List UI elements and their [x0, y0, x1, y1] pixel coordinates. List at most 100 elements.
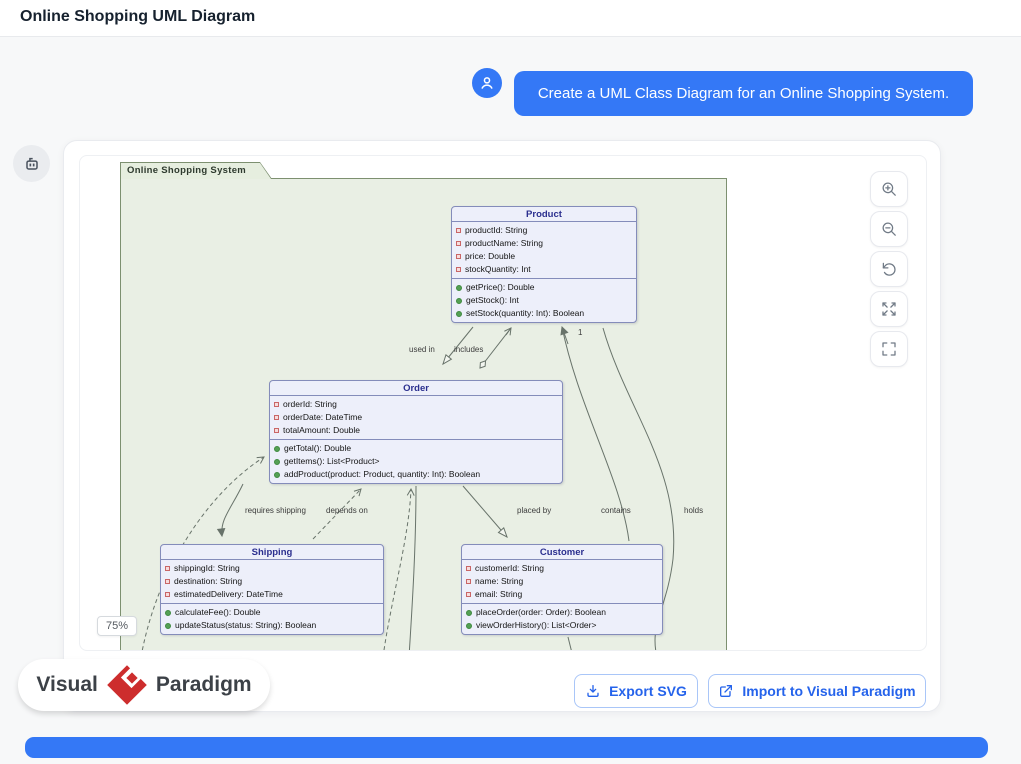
- import-to-visual-paradigm-label: Import to Visual Paradigm: [742, 683, 916, 699]
- download-icon: [585, 683, 601, 699]
- visual-paradigm-logo[interactable]: Visual Paradigm: [18, 659, 270, 711]
- class-method: addProduct(product: Product, quantity: I…: [274, 468, 558, 481]
- class-title: Customer: [462, 545, 662, 560]
- class-method: placeOrder(order: Order): Boolean: [466, 606, 658, 619]
- person-icon: [478, 74, 496, 92]
- class-attribute: orderDate: DateTime: [274, 411, 558, 424]
- brand-text-paradigm: Paradigm: [155, 673, 252, 696]
- class-attribute: totalAmount: Double: [274, 424, 558, 437]
- attribute-icon: [165, 566, 170, 571]
- attribute-icon: [274, 415, 279, 420]
- export-svg-label: Export SVG: [609, 683, 687, 699]
- attribute-icon: [466, 592, 471, 597]
- zoom-out-button[interactable]: [870, 211, 908, 247]
- attribute-icon: [456, 241, 461, 246]
- uml-package: Online Shopping System: [120, 178, 727, 650]
- method-icon: [466, 622, 472, 629]
- edge-label-used-in: used in: [409, 345, 435, 354]
- edge-label-depends-on: depends on: [326, 506, 368, 515]
- class-method: setStock(quantity: Int): Boolean: [456, 307, 632, 320]
- class-method: updateStatus(status: String): Boolean: [165, 619, 379, 632]
- attribute-icon: [456, 254, 461, 259]
- brand-text-visual: Visual: [36, 673, 98, 696]
- class-attribute: destination: String: [165, 575, 379, 588]
- attribute-icon: [466, 579, 471, 584]
- import-to-visual-paradigm-button[interactable]: Import to Visual Paradigm: [708, 674, 926, 708]
- method-icon: [466, 609, 472, 616]
- attribute-icon: [165, 579, 170, 584]
- class-product[interactable]: Product productId: String productName: S…: [451, 206, 637, 323]
- method-icon: [274, 458, 280, 465]
- class-title: Order: [270, 381, 562, 396]
- edge-label-contains: contains: [601, 506, 631, 515]
- class-shipping[interactable]: Shipping shippingId: String destination:…: [160, 544, 384, 635]
- class-method: getPrice(): Double: [456, 281, 632, 294]
- method-icon: [456, 310, 462, 317]
- visual-paradigm-diamond-icon: [106, 662, 148, 708]
- class-method: getStock(): Int: [456, 294, 632, 307]
- attribute-icon: [456, 228, 461, 233]
- method-icon: [456, 284, 462, 291]
- edge-multiplicity: 1: [578, 328, 583, 337]
- attributes-section: productId: String productName: String pr…: [452, 222, 636, 278]
- diagram-card: Online Shopping System: [63, 140, 941, 712]
- class-attribute: email: String: [466, 588, 658, 601]
- class-attribute: name: String: [466, 575, 658, 588]
- class-attribute: stockQuantity: Int: [456, 263, 632, 276]
- reset-view-button[interactable]: [870, 251, 908, 287]
- class-attribute: estimatedDelivery: DateTime: [165, 588, 379, 601]
- class-attribute: price: Double: [456, 250, 632, 263]
- class-method: viewOrderHistory(): List<Order>: [466, 619, 658, 632]
- methods-section: placeOrder(order: Order): Boolean viewOr…: [462, 603, 662, 634]
- package-tab: Online Shopping System: [120, 162, 272, 179]
- attribute-icon: [466, 566, 471, 571]
- edge-label-placed-by: placed by: [517, 506, 552, 515]
- zoom-level-badge: 75%: [97, 616, 138, 636]
- attribute-icon: [165, 592, 170, 597]
- class-order[interactable]: Order orderId: String orderDate: DateTim…: [269, 380, 563, 484]
- class-attribute: productName: String: [456, 237, 632, 250]
- diagram-canvas[interactable]: Online Shopping System: [79, 155, 927, 651]
- class-customer[interactable]: Customer customerId: String name: String…: [461, 544, 663, 635]
- methods-section: getPrice(): Double getStock(): Int setSt…: [452, 278, 636, 322]
- attribute-icon: [274, 402, 279, 407]
- expand-icon: [880, 300, 898, 318]
- attributes-section: orderId: String orderDate: DateTime tota…: [270, 396, 562, 439]
- attribute-icon: [274, 428, 279, 433]
- bot-avatar: [13, 145, 50, 182]
- class-attribute: customerId: String: [466, 562, 658, 575]
- method-icon: [274, 471, 280, 478]
- zoom-in-button[interactable]: [870, 171, 908, 207]
- class-attribute: productId: String: [456, 224, 632, 237]
- top-header-bar: Online Shopping UML Diagram: [0, 0, 1021, 37]
- class-attribute: shippingId: String: [165, 562, 379, 575]
- external-link-icon: [718, 683, 734, 699]
- edge-label-holds: holds: [684, 506, 704, 515]
- class-attribute: orderId: String: [274, 398, 558, 411]
- package-name: Online Shopping System: [121, 163, 271, 179]
- fullscreen-button[interactable]: [870, 331, 908, 367]
- expand-button[interactable]: [870, 291, 908, 327]
- method-icon: [456, 297, 462, 304]
- class-title: Product: [452, 207, 636, 222]
- export-svg-button[interactable]: Export SVG: [574, 674, 698, 708]
- class-title: Shipping: [161, 545, 383, 560]
- methods-section: calculateFee(): Double updateStatus(stat…: [161, 603, 383, 634]
- edge-label-includes: includes: [454, 345, 484, 354]
- user-message-text: Create a UML Class Diagram for an Online…: [537, 85, 950, 102]
- methods-section: getTotal(): Double getItems(): List<Prod…: [270, 439, 562, 483]
- fullscreen-icon: [880, 340, 898, 358]
- user-avatar: [472, 68, 502, 98]
- class-method: getItems(): List<Product>: [274, 455, 558, 468]
- edge-label-requires-shipping: requires shipping: [245, 506, 306, 515]
- robot-icon: [22, 154, 42, 174]
- method-icon: [274, 445, 280, 452]
- bottom-bar[interactable]: [25, 737, 988, 758]
- attributes-section: shippingId: String destination: String e…: [161, 560, 383, 603]
- reset-view-icon: [880, 260, 898, 278]
- class-method: getTotal(): Double: [274, 442, 558, 455]
- attribute-icon: [456, 267, 461, 272]
- user-message-bubble: Create a UML Class Diagram for an Online…: [514, 71, 973, 116]
- zoom-out-icon: [880, 220, 898, 238]
- class-method: calculateFee(): Double: [165, 606, 379, 619]
